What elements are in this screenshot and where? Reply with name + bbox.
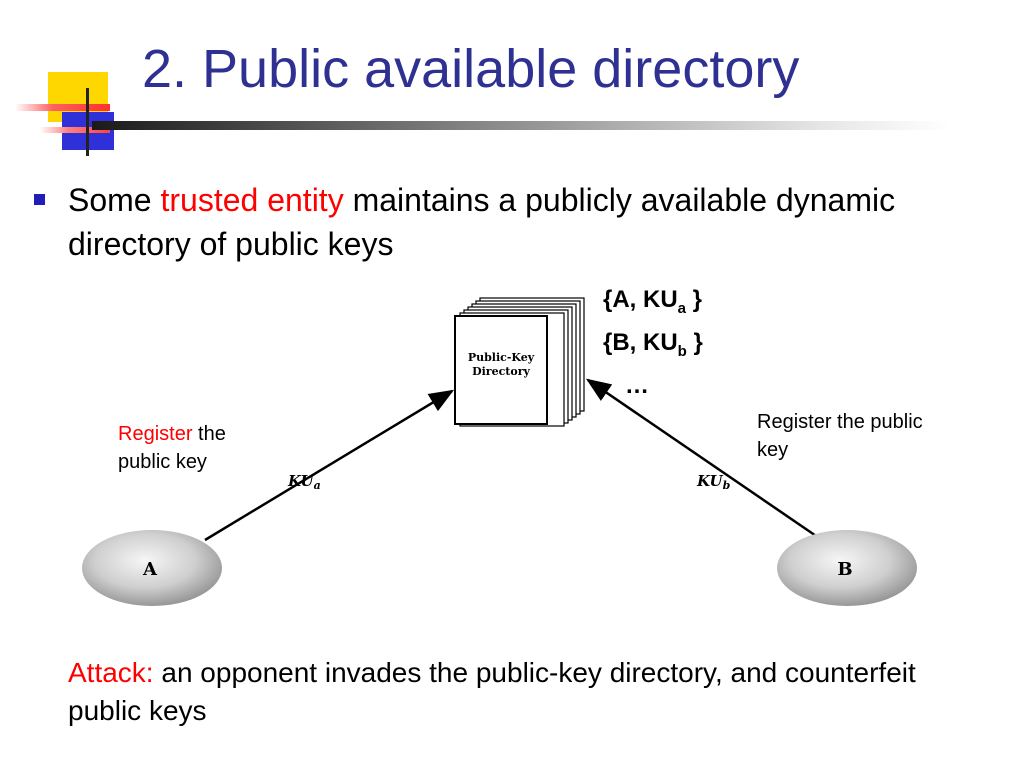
directory-book bbox=[454, 297, 585, 427]
bullet-highlight: trusted entity bbox=[160, 182, 344, 218]
bullet-text-end: maintains a publicly available dynamic d… bbox=[68, 182, 896, 262]
node-b bbox=[777, 530, 917, 606]
directory-label-line1: Public-Key bbox=[468, 351, 535, 364]
directory-entry-b: {B, KUb } bbox=[603, 328, 703, 360]
register-label-right: Register the public key bbox=[757, 411, 923, 461]
logo-vertical-line bbox=[86, 88, 89, 156]
register-left-rest: the public key bbox=[118, 423, 226, 473]
directory-entry-ellipsis: … bbox=[625, 371, 649, 399]
slide-logo bbox=[0, 0, 150, 160]
register-highlight: Register bbox=[118, 423, 193, 445]
bullet-text-start: Some bbox=[68, 182, 161, 218]
logo-red-bar-lower bbox=[40, 127, 110, 133]
directory-entries: {A, KUa } {B, KUb } … bbox=[603, 283, 703, 403]
register-label-left: Register the public key bbox=[118, 420, 278, 476]
slide-title: 2. Public available directory bbox=[142, 39, 800, 99]
arrow-b-to-directory bbox=[585, 378, 823, 542]
attack-note: Attack: an opponent invades the public-k… bbox=[68, 654, 968, 730]
bullet-square-icon bbox=[34, 194, 45, 205]
arrow-a-to-directory bbox=[204, 389, 455, 542]
attack-label: Attack: bbox=[68, 657, 154, 688]
logo-red-bar bbox=[15, 104, 110, 111]
attack-text: an opponent invades the public-key direc… bbox=[68, 657, 916, 726]
node-a bbox=[82, 530, 222, 606]
directory-entry-a: {A, KUa } bbox=[603, 286, 703, 317]
title-rule bbox=[92, 121, 950, 130]
edge-label-b: KUb bbox=[696, 472, 731, 492]
node-b-label: B bbox=[837, 559, 852, 580]
node-a-label: A bbox=[142, 559, 158, 580]
bullet-text: Some trusted entity maintains a publicly… bbox=[68, 178, 968, 266]
edge-label-a: KUa bbox=[287, 472, 321, 492]
directory-label-line2: Directory bbox=[472, 365, 530, 378]
